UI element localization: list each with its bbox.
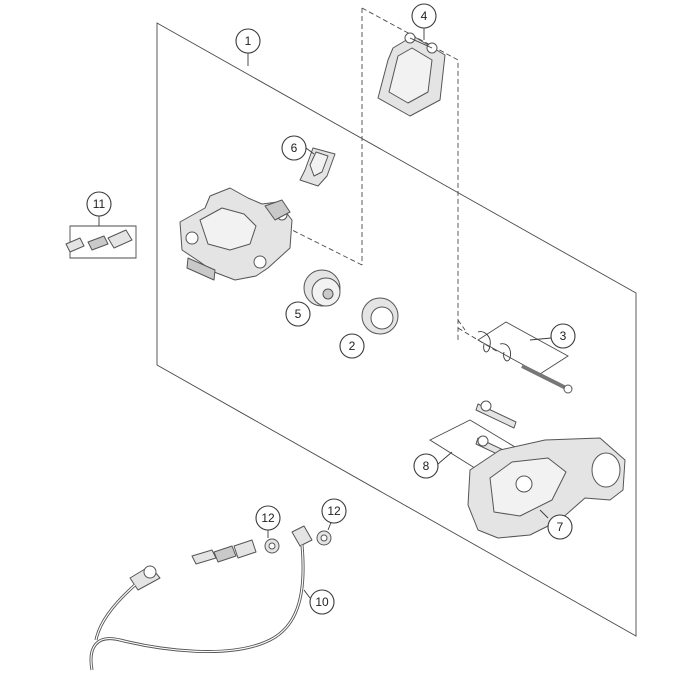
callout-12-left-label: 12 [261,511,275,525]
pad-guide-line [291,229,363,266]
callout-6-label: 6 [291,141,298,155]
piston-part [303,269,341,307]
callout-12-left: 12 [255,505,281,531]
washer-fitting-part [191,530,332,565]
callout-8-label: 8 [423,459,430,473]
callout-8: 8 [413,453,439,479]
callout-5-label: 5 [295,307,302,321]
pad-group-bracket [361,7,466,340]
callout-12-right-label: 12 [327,504,341,518]
callout-2-label: 2 [349,339,356,353]
assembly-frame [156,22,637,637]
callout-1: 1 [235,28,261,54]
leader-lines [98,28,552,599]
piston-seal-part [361,297,399,335]
callout-4-label: 4 [421,9,428,23]
bleeder-kit-part [65,225,137,259]
brake-pads-part [377,32,446,117]
pad-spring-part [299,147,336,187]
callout-7: 7 [547,514,573,540]
callout-2: 2 [339,333,365,359]
caliper-body-part [179,187,293,281]
callout-3: 3 [550,323,576,349]
brake-hose-part [89,525,313,671]
callout-10-label: 10 [315,595,329,609]
callout-1-label: 1 [245,34,252,48]
callout-5: 5 [285,301,311,327]
pin-kit-part [477,321,573,394]
callout-3-label: 3 [560,329,567,343]
callout-7-label: 7 [557,520,564,534]
caliper-support-part [467,437,626,539]
callout-6: 6 [281,135,307,161]
callout-12-right: 12 [321,498,347,524]
callout-11: 11 [86,191,112,217]
callout-4: 4 [411,3,437,29]
callout-11-label: 11 [93,197,106,211]
callout-10: 10 [309,589,335,615]
